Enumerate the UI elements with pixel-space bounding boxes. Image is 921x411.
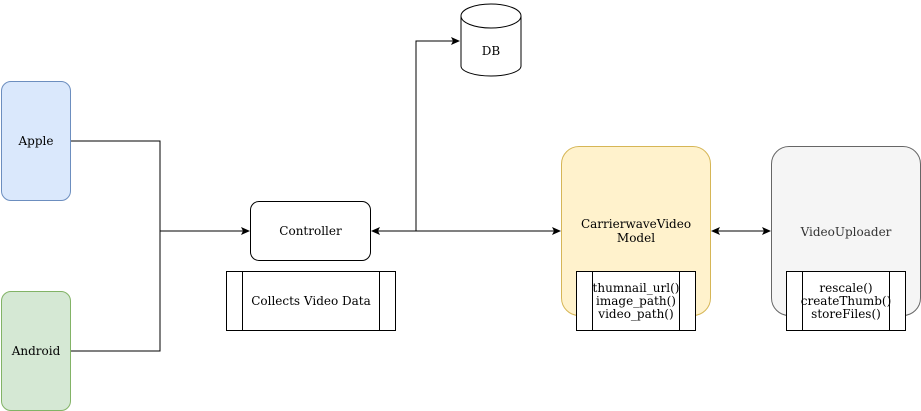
uploader-label: VideoUploader: [800, 225, 892, 239]
apple-label: Apple: [18, 134, 54, 148]
edge-apple-controller: [71, 140, 161, 231]
collects-video-data-process: Collects Video Data: [226, 271, 396, 331]
model-method: image_path(): [596, 293, 676, 308]
model-methods-process: thumnail_url() image_path() video_path(): [576, 271, 696, 331]
controller-label: Controller: [279, 224, 342, 238]
uploader-method: storeFiles(): [811, 306, 881, 321]
model-method: video_path(): [598, 306, 674, 321]
android-label: Android: [11, 344, 61, 358]
db-label: DB: [481, 44, 501, 58]
uploader-methods-list: rescale() createThumb() storeFiles(): [800, 280, 892, 321]
uploader-method: createThumb(): [800, 293, 892, 308]
controller-node: Controller: [250, 201, 371, 261]
model-methods-list: thumnail_url() image_path() video_path(): [592, 280, 680, 321]
model-method: thumnail_url(): [592, 280, 680, 295]
model-label-line-2: Model: [616, 231, 656, 245]
model-label: CarrierwaveVideo Model: [562, 217, 710, 245]
edge-android-controller: [71, 231, 161, 352]
android-node: Android: [1, 291, 71, 411]
model-label-line-1: CarrierwaveVideo: [580, 217, 692, 231]
apple-node: Apple: [1, 81, 71, 201]
edge-controller-db: [415, 37, 460, 231]
uploader-methods-process: rescale() createThumb() storeFiles(): [786, 271, 906, 331]
uploader-method: rescale(): [819, 280, 873, 295]
collects-label: Collects Video Data: [251, 293, 371, 308]
db-cylinder: [460, 3, 522, 77]
